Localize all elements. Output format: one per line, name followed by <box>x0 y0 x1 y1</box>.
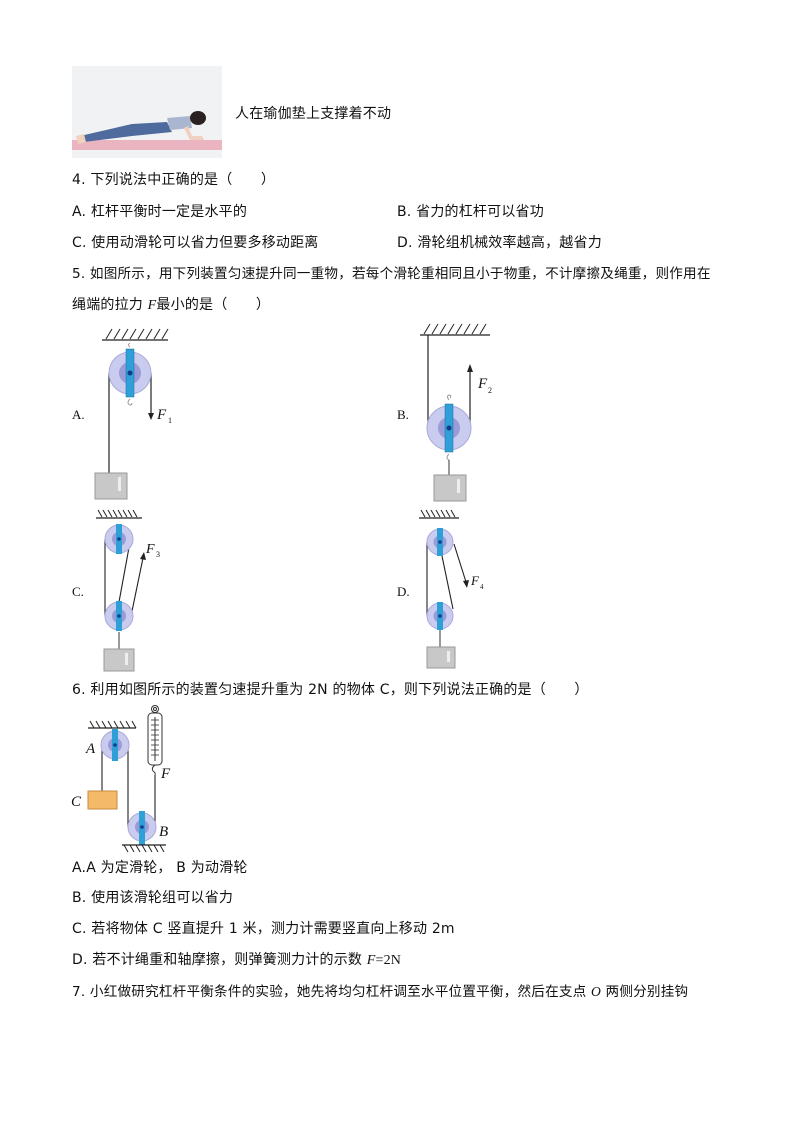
question-6-option-c[interactable]: C. 若将物体 C 竖直提升 1 米，测力计需要竖直向上移动 2m <box>72 920 455 938</box>
question-5-stem-line1: 5. 如图所示，用下列装置匀速提升同一重物，若每个滑轮重相同且小于物重，不计摩擦… <box>72 265 711 283</box>
force-f2-label: F <box>477 376 488 392</box>
option-text: 杠杆平衡时一定是水平的 <box>90 204 248 220</box>
question-number: 7. <box>72 984 86 1000</box>
figure-b-label[interactable]: B. <box>397 407 409 422</box>
question-7-stem: 7. 小红做研究杠杆平衡条件的实验，她先将均匀杠杆调至水平位置平衡，然后在支点 … <box>72 983 688 1001</box>
pulley-a-label: A <box>85 741 96 757</box>
figure-c-pulley-system: F 3 <box>96 509 160 672</box>
option-label: B. <box>72 890 87 906</box>
force-subscript: 1 <box>168 416 172 425</box>
pulley-b-label: B <box>159 824 168 840</box>
photo-caption: 人在瑜伽垫上支撑着不动 <box>235 106 392 122</box>
question-4-option-d[interactable]: D. 滑轮组机械效率越高，越省力 <box>397 234 602 252</box>
question-number: 6. <box>72 682 86 698</box>
figure-d-label[interactable]: D. <box>397 584 410 599</box>
option-text: 若将物体 C 竖直提升 1 米，测力计需要竖直向上移动 2m <box>91 921 455 937</box>
question-6-pulley-figure: A C B F <box>71 705 171 853</box>
option-text: A 为定滑轮， B 为动滑轮 <box>86 860 248 876</box>
question-4-option-c[interactable]: C. 使用动滑轮可以省力但要多移动距离 <box>72 234 319 252</box>
question-6-option-a[interactable]: A.A 为定滑轮， B 为动滑轮 <box>72 859 248 877</box>
figure-b-movable-pulley: F 2 <box>420 323 492 502</box>
option-label: D. <box>72 952 88 968</box>
option-label: C. <box>72 921 87 937</box>
force-subscript: 3 <box>156 550 160 559</box>
force-f3-label: F <box>145 542 155 557</box>
option-label: C. <box>72 235 87 251</box>
figure-d-pulley-system: F 4 <box>419 509 484 669</box>
question-number: 4. <box>72 172 86 188</box>
question-text: 如图所示，用下列装置匀速提升同一重物，若每个滑轮重相同且小于物重，不计摩擦及绳重… <box>89 266 711 282</box>
plank-person-illustration <box>72 66 222 158</box>
force-subscript: 2 <box>488 386 492 395</box>
question-text: 利用如图所示的装置匀速提升重为 2N 的物体 C，则下列说法正确的是（ ） <box>90 682 589 698</box>
question-text: 小红做研究杠杆平衡条件的实验，她先将均匀杠杆调至水平位置平衡，然后在支点 <box>89 984 591 1000</box>
question-6-option-b[interactable]: B. 使用该滑轮组可以省力 <box>72 889 233 907</box>
question-4-option-a[interactable]: A. 杠杆平衡时一定是水平的 <box>72 203 247 221</box>
question-text: 绳端的拉力 <box>72 297 148 313</box>
question-4-stem: 4. 下列说法中正确的是（ ） <box>72 171 275 189</box>
force-f4-label: F <box>470 573 480 588</box>
force-f1-label: F <box>156 407 167 423</box>
force-variable: F <box>366 953 376 968</box>
option-label: A. <box>72 204 87 220</box>
force-f-label: F <box>160 766 171 782</box>
option-label: D. <box>397 235 413 251</box>
option-text: 省力的杠杆可以省功 <box>416 204 544 220</box>
question-5-stem-line2: 绳端的拉力 F最小的是（ ） <box>72 296 270 315</box>
question-text: 最小的是（ ） <box>156 297 271 313</box>
question-6-stem: 6. 利用如图所示的装置匀速提升重为 2N 的物体 C，则下列说法正确的是（ ） <box>72 681 589 699</box>
option-text: =2N <box>375 953 402 968</box>
option-label: A. <box>72 860 87 876</box>
option-label: B. <box>397 204 412 220</box>
figure-a-fixed-pulley: F 1 <box>94 328 172 500</box>
figure-c-label[interactable]: C. <box>72 584 84 599</box>
option-text: 使用动滑轮可以省力但要多移动距离 <box>91 235 319 251</box>
option-text: 若不计绳重和轴摩擦，则弹簧测力计的示数 <box>92 952 367 968</box>
option-text: 滑轮组机械效率越高，越省力 <box>417 235 602 251</box>
force-variable: F <box>147 298 157 313</box>
question-4-option-b[interactable]: B. 省力的杠杆可以省功 <box>397 203 544 221</box>
force-subscript: 4 <box>480 583 484 591</box>
question-6-option-d[interactable]: D. 若不计绳重和轴摩擦，则弹簧测力计的示数 F=2N <box>72 951 401 970</box>
figure-a-label[interactable]: A. <box>72 407 85 422</box>
yoga-plank-photo <box>72 66 222 158</box>
question-text: 两侧分别挂钩 <box>601 984 689 1000</box>
object-c-label: C <box>71 794 82 810</box>
question-number: 5. <box>72 266 86 282</box>
pivot-variable: O <box>591 984 602 999</box>
option-text: 使用该滑轮组可以省力 <box>91 890 234 906</box>
question-text: 下列说法中正确的是（ ） <box>90 172 276 188</box>
